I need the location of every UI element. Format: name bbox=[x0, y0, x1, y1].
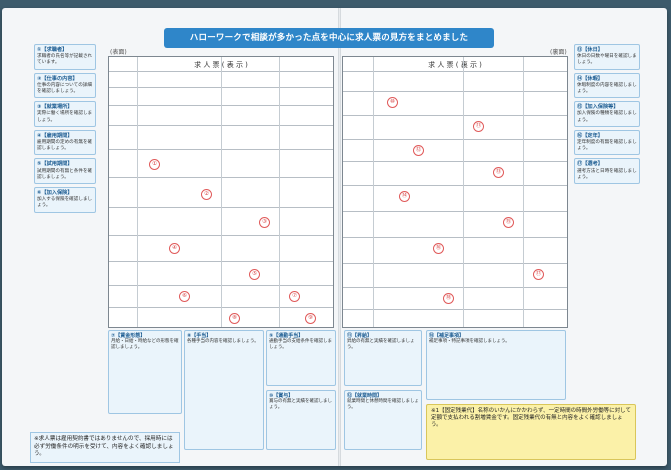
note-body: 加入保険の種類を確認しましょう。 bbox=[577, 111, 637, 123]
note-box: ⑥【加入保険】加入する保険を確認しましょう。 bbox=[34, 187, 96, 213]
card-heading: ⑪【昇給】 bbox=[347, 333, 373, 339]
bottom-note-card: ⑪【昇給】昇給の有無と実績を確認しましょう。 bbox=[344, 330, 422, 386]
marker-badge: ② bbox=[201, 189, 212, 200]
form-right-title: 求 人 票 ( 裏 示 ) bbox=[428, 61, 482, 69]
card-body: 就業時間と休憩時間を確認しましょう。 bbox=[347, 399, 419, 410]
left-notes-column: ①【求職者】求職者の氏名等が記載されています。 ②【仕事の内容】仕事の内容につい… bbox=[34, 44, 96, 216]
form-right-corner-label: (裏面) bbox=[550, 49, 567, 56]
page-banner: ハローワークで相談が多かった点を中心に求人票の見方をまとめました bbox=[164, 28, 494, 48]
note-body: 定年制度の有無を確認しましょう。 bbox=[577, 140, 637, 152]
note-body: 選考方法と日時を確認しましょう。 bbox=[577, 168, 637, 180]
note-body: 加入する保険を確認しましょう。 bbox=[37, 197, 93, 209]
note-box: ③【就業場所】実際に働く場所を確認しましょう。 bbox=[34, 101, 96, 127]
marker-badge: ⑨ bbox=[305, 313, 316, 324]
note-box: ④【雇用期間】雇用期間の定めの有無を確認しましょう。 bbox=[34, 129, 96, 156]
marker-badge: ⑭ bbox=[399, 191, 410, 202]
note-box: ⑯【定年】定年制度の有無を確認しましょう。 bbox=[574, 129, 640, 156]
marker-badge: ⑪ bbox=[473, 121, 484, 132]
marker-badge: ⑮ bbox=[503, 217, 514, 228]
marker-badge: ⑦ bbox=[289, 291, 300, 302]
marker-badge: ⑤ bbox=[249, 269, 260, 280]
note-box: ⑤【試用期間】試用期間の有無と条件を確認しましょう。 bbox=[34, 158, 96, 185]
card-body: 通勤手当の支給条件を確認しましょう。 bbox=[269, 339, 332, 350]
bottom-note-card: ⑱【補足事項】補足事項・特記事項を確認しましょう。 bbox=[426, 330, 566, 400]
card-heading: ⑱【補足事項】 bbox=[429, 333, 465, 339]
job-form-back: 求 人 票 ( 裏 示 ) ⑩ ⑪ ⑫ ⑬ ⑭ ⑮ ⑯ ⑰ ⑱ bbox=[342, 56, 568, 328]
card-body: 補足事項・特記事項を確認しましょう。 bbox=[429, 339, 510, 344]
card-heading: ⑩【賞与】 bbox=[269, 393, 294, 399]
marker-badge: ④ bbox=[169, 243, 180, 254]
note-body: 休暇制度の内容を確認しましょう。 bbox=[577, 82, 637, 95]
bottom-note-card: ⑨【通勤手当】通勤手当の支給条件を確認しましょう。 bbox=[266, 330, 336, 386]
note-heading: ⑭【休暇】 bbox=[577, 75, 603, 82]
note-heading: ⑥【加入保険】 bbox=[37, 190, 73, 197]
note-box: ①【求職者】求職者の氏名等が記載されています。 bbox=[34, 44, 96, 70]
note-body: 実際に働く場所を確認しましょう。 bbox=[37, 111, 93, 123]
note-heading: ⑬【休日】 bbox=[577, 47, 603, 53]
note-body: 雇用期間の定めの有無を確認しましょう。 bbox=[37, 140, 93, 152]
note-heading: ⑤【試用期間】 bbox=[37, 161, 73, 168]
card-body: 昇給の有無と実績を確認しましょう。 bbox=[347, 339, 415, 350]
marker-badge: ⑰ bbox=[533, 269, 544, 280]
note-box: ②【仕事の内容】仕事の内容についての詳細を確認しましょう。 bbox=[34, 72, 96, 99]
marker-badge: ③ bbox=[259, 217, 270, 228]
right-notes-column: ⑬【休日】休日の日数や曜日を確認しましょう。 ⑭【休暇】休暇制度の内容を確認しま… bbox=[574, 44, 640, 187]
card-heading: ⑧【手当】 bbox=[187, 333, 212, 339]
card-heading: ⑨【通勤手当】 bbox=[269, 333, 304, 339]
disclaimer-note: ※求人票は雇用契約書ではありませんので、採用時には必ず労働条件の明示を受けて、内… bbox=[30, 432, 180, 463]
card-body: 月給・日給・時給などの形態を確認しましょう。 bbox=[111, 339, 179, 350]
bottom-note-card: ⑦【賃金形態】月給・日給・時給などの形態を確認しましょう。 bbox=[108, 330, 182, 414]
marker-badge: ⑯ bbox=[433, 243, 444, 254]
job-form-front: 求 人 票 ( 表 示 ) ① ② ③ ④ ⑤ ⑥ ⑦ ⑧ ⑨ bbox=[108, 56, 334, 328]
note-heading: ⑰【選考】 bbox=[577, 161, 603, 168]
note-body: 仕事の内容についての詳細を確認しましょう。 bbox=[37, 82, 92, 95]
note-heading: ④【雇用期間】 bbox=[37, 132, 73, 139]
note-box: ⑮【加入保険等】加入保険の種類を確認しましょう。 bbox=[574, 101, 640, 127]
bottom-note-card: ⑧【手当】各種手当の内容を確認しましょう。 bbox=[184, 330, 264, 450]
bottom-note-card: ⑫【就業時間】就業時間と休憩時間を確認しましょう。 bbox=[344, 390, 422, 450]
document-sheet: ハローワークで相談が多かった点を中心に求人票の見方をまとめました ①【求職者】求… bbox=[2, 8, 667, 466]
marker-badge: ⑬ bbox=[493, 167, 504, 178]
form-left-corner-label: (表面) bbox=[110, 49, 127, 56]
fixed-overtime-note: ※1【固定残業代】名称のいかんにかかわらず、一定時間の時間外労働等に対して定額で… bbox=[426, 404, 636, 460]
marker-badge: ⑱ bbox=[443, 293, 454, 304]
card-heading: ⑦【賃金形態】 bbox=[111, 333, 146, 339]
card-body: 賞与の有無と実績を確認しましょう。 bbox=[269, 399, 332, 410]
marker-badge: ⑫ bbox=[413, 145, 424, 156]
marker-badge: ① bbox=[149, 159, 160, 170]
card-heading: ⑫【就業時間】 bbox=[347, 393, 383, 399]
note-heading: ⑯【定年】 bbox=[577, 132, 603, 139]
note-heading: ③【就業場所】 bbox=[37, 104, 73, 111]
bottom-note-card: ⑩【賞与】賞与の有無と実績を確認しましょう。 bbox=[266, 390, 336, 450]
center-fold bbox=[338, 8, 341, 466]
note-body: 求職者の氏名等が記載されています。 bbox=[37, 54, 93, 66]
note-box: ⑭【休暇】休暇制度の内容を確認しましょう。 bbox=[574, 72, 640, 99]
note-heading: ②【仕事の内容】 bbox=[37, 75, 78, 82]
marker-badge: ⑥ bbox=[179, 291, 190, 302]
marker-badge: ⑩ bbox=[387, 97, 398, 108]
note-box: ⑬【休日】休日の日数や曜日を確認しましょう。 bbox=[574, 44, 640, 70]
note-body: 休日の日数や曜日を確認しましょう。 bbox=[577, 54, 637, 66]
note-heading: ⑮【加入保険等】 bbox=[577, 104, 619, 111]
marker-badge: ⑧ bbox=[229, 313, 240, 324]
note-heading: ①【求職者】 bbox=[37, 47, 68, 53]
note-body: 試用期間の有無と条件を確認しましょう。 bbox=[37, 168, 93, 180]
note-box: ⑰【選考】選考方法と日時を確認しましょう。 bbox=[574, 158, 640, 185]
card-body: 各種手当の内容を確認しましょう。 bbox=[187, 339, 259, 344]
